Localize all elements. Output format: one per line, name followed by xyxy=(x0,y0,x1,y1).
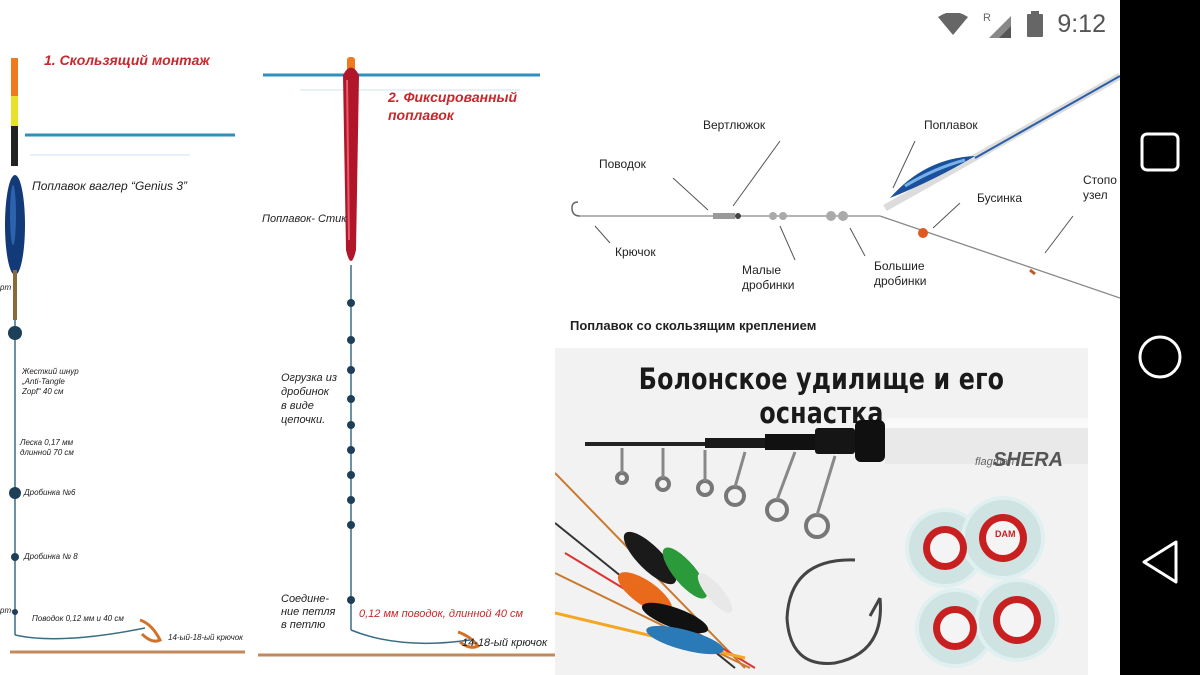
rig-diagrams: 1. Скользящий монтаж 2. Фиксированный по… xyxy=(0,0,555,675)
sliding-rig-drawing xyxy=(571,72,1120,299)
label-float: Поплавок xyxy=(924,118,978,132)
cord-label-1: Жесткий шнур xyxy=(22,367,79,376)
box-label: DAM xyxy=(995,529,1016,539)
rig1-title: 1. Скользящий монтаж xyxy=(44,52,210,68)
navigation-bar xyxy=(1120,0,1200,675)
label-leader: Поводок xyxy=(599,157,646,171)
status-bar: R 9:12 xyxy=(880,0,1120,48)
weight-label-1: Огрузка из xyxy=(281,372,337,384)
cord-label-3: Zopf“ 40 см xyxy=(22,387,64,396)
label-big-shot-2: дробинки xyxy=(874,274,927,288)
weight-label-3: в виде xyxy=(281,400,314,412)
promo-drawing xyxy=(555,418,1088,669)
rod-brand: SHERA xyxy=(993,449,1064,471)
rig2-title-line1: 2. Фиксированный xyxy=(388,89,518,105)
wifi-icon xyxy=(938,13,969,35)
bolognese-rod-image: Болонское удилище и его оснастка xyxy=(555,348,1088,675)
label-hook: Крючок xyxy=(615,245,656,259)
sinker-boxes xyxy=(905,496,1059,668)
weight-label-2: дробинок xyxy=(281,386,329,398)
loop-label-1: Соедине- xyxy=(281,593,330,605)
label-bead: Бусинка xyxy=(977,191,1022,205)
weight-label-4: цепочки. xyxy=(281,414,326,426)
rig-drawing xyxy=(5,57,555,657)
cell-signal-icon: R xyxy=(983,12,1012,38)
sliding-rig-caption: Поплавок со скользящим креплением xyxy=(570,318,817,333)
roaming-indicator: R xyxy=(983,12,991,24)
rig2-title-line2: поплавок xyxy=(388,107,454,123)
cord-label-2: „Anti-Tangle xyxy=(22,377,65,386)
stick-float xyxy=(343,57,359,261)
recents-icon xyxy=(1140,132,1180,172)
home-button[interactable] xyxy=(1120,317,1200,397)
hook1-label: 14-ый-18-ый крючок xyxy=(168,633,243,642)
loop-label-2: ние петля xyxy=(281,606,336,618)
back-button[interactable] xyxy=(1120,522,1200,602)
loop-label-3: в петлю xyxy=(281,619,326,631)
shot6-label: Дробинка №6 xyxy=(24,488,76,497)
waggler-float xyxy=(5,58,25,320)
hook2-label: 14-18-ый крючок xyxy=(462,637,548,649)
stick-label: Поплавок- Стик xyxy=(262,213,347,225)
waggler-label: Поплавок ваглер “Genius 3” xyxy=(32,179,188,193)
label-swivel: Вертлюжок xyxy=(703,118,766,132)
leader2-label: 0,12 мм поводок, длинной 40 см xyxy=(359,608,524,620)
home-icon xyxy=(1138,335,1182,379)
line-label-1: Леска 0,17 мм xyxy=(20,438,74,447)
floats-bundle xyxy=(555,472,756,669)
label-small-shot-1: Малые xyxy=(742,263,782,277)
label-stopper-1: Стопо xyxy=(1083,173,1117,187)
back-icon xyxy=(1142,540,1178,584)
sliding-rig-diagram: Вертлюжок Поплавок Поводок Стопо узел Бу… xyxy=(555,48,1120,348)
leader1-label: Поводок 0,12 мм и 40 см xyxy=(32,614,124,623)
edge-text-2: рт- xyxy=(0,606,14,615)
shot8-label: Дробинка № 8 xyxy=(24,552,78,561)
label-stopper-2: узел xyxy=(1083,188,1108,202)
battery-icon xyxy=(1027,11,1044,37)
label-big-shot-1: Большие xyxy=(874,259,925,273)
recents-button[interactable] xyxy=(1120,112,1200,192)
rod-sub: flagman xyxy=(975,456,1015,468)
line-label-2: длинной 70 см xyxy=(20,448,74,457)
edge-text-1: рт xyxy=(0,283,12,292)
status-time: 9:12 xyxy=(1057,9,1106,38)
label-small-shot-2: дробинки xyxy=(742,278,795,292)
